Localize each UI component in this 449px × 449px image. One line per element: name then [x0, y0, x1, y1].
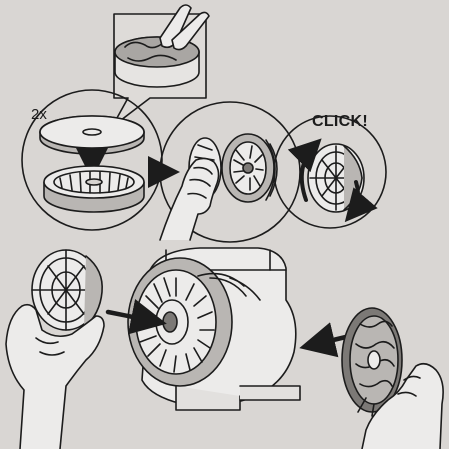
finger-icon	[159, 4, 192, 49]
callout-box	[111, 4, 210, 128]
hand-icon	[361, 362, 444, 449]
arrow-right-icon	[105, 299, 167, 335]
multiplier-label: 2x	[31, 106, 47, 123]
rotate-arrow-icon	[344, 180, 378, 223]
hand-icon	[5, 303, 105, 449]
step-1-filter-pad	[21, 4, 210, 231]
click-label: CLICK!	[312, 113, 369, 130]
arrow-left-icon	[299, 322, 353, 358]
step-2-lock	[159, 101, 301, 243]
hand-icon	[159, 157, 220, 241]
rotate-arrow-icon	[287, 138, 322, 202]
step-2b-click	[273, 115, 387, 229]
step-2b-frame	[273, 115, 387, 229]
step-3-attach	[5, 247, 444, 449]
motor-face	[221, 133, 278, 203]
left-filter-grille	[31, 249, 103, 331]
right-filter-pad	[341, 307, 403, 417]
filter-grille-tray	[43, 165, 145, 213]
filter-pad-disc	[39, 115, 145, 155]
fan-wheel	[127, 257, 261, 387]
